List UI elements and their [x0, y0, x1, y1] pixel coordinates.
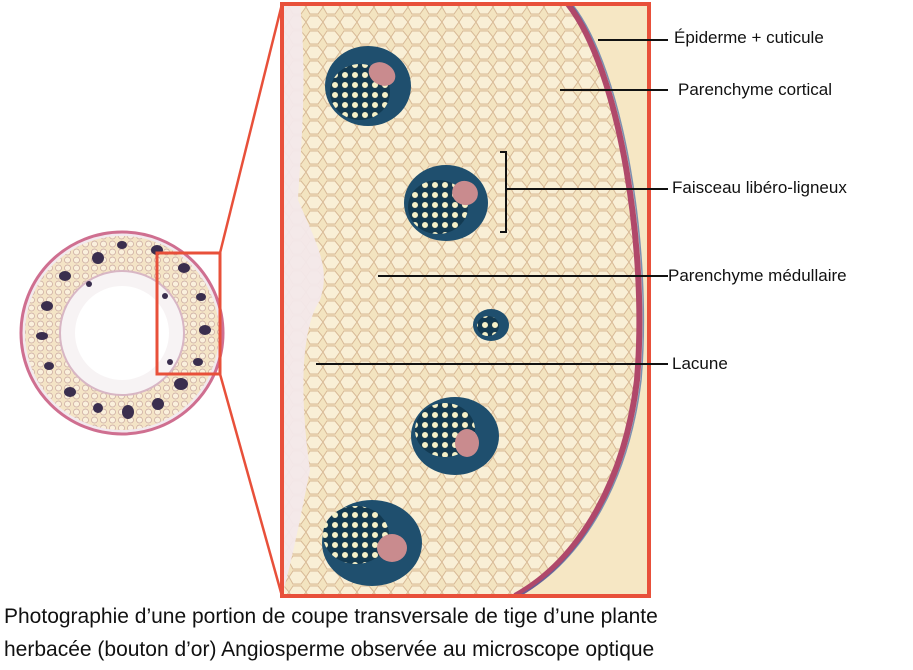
label-epiderme: Épiderme + cuticule	[674, 28, 824, 47]
vascular-bundle	[325, 46, 411, 126]
magnified-panel-frame	[280, 2, 651, 598]
magnified-panel	[280, 2, 651, 598]
vascular-bundle	[404, 165, 488, 241]
overview-bundles	[36, 241, 211, 419]
label-parenchyme-medullaire: Parenchyme médullaire	[668, 266, 847, 285]
vascular-bundle	[411, 397, 499, 475]
zoom-connector-bottom	[218, 373, 284, 597]
vascular-bundle	[473, 309, 509, 341]
stem-overview	[8, 219, 230, 447]
label-faisceau: Faisceau libéro-ligneux	[672, 178, 847, 197]
vascular-bundle	[322, 500, 422, 586]
figure-caption: Photographie d’une portion de coupe tran…	[4, 600, 909, 666]
caption-line-2: herbacée (bouton d’or) Angiosperme obser…	[4, 638, 655, 661]
micrograph-figure	[8, 2, 668, 598]
caption-line-1: Photographie d’une portion de coupe tran…	[4, 605, 658, 628]
annotation-lines	[316, 39, 668, 365]
label-parenchyme-cortical: Parenchyme cortical	[678, 80, 833, 99]
label-lacune: Lacune	[672, 354, 728, 373]
zoom-connector-top	[218, 3, 284, 254]
bracket-faisceau	[500, 151, 668, 233]
zoom-selection-box	[155, 251, 222, 376]
